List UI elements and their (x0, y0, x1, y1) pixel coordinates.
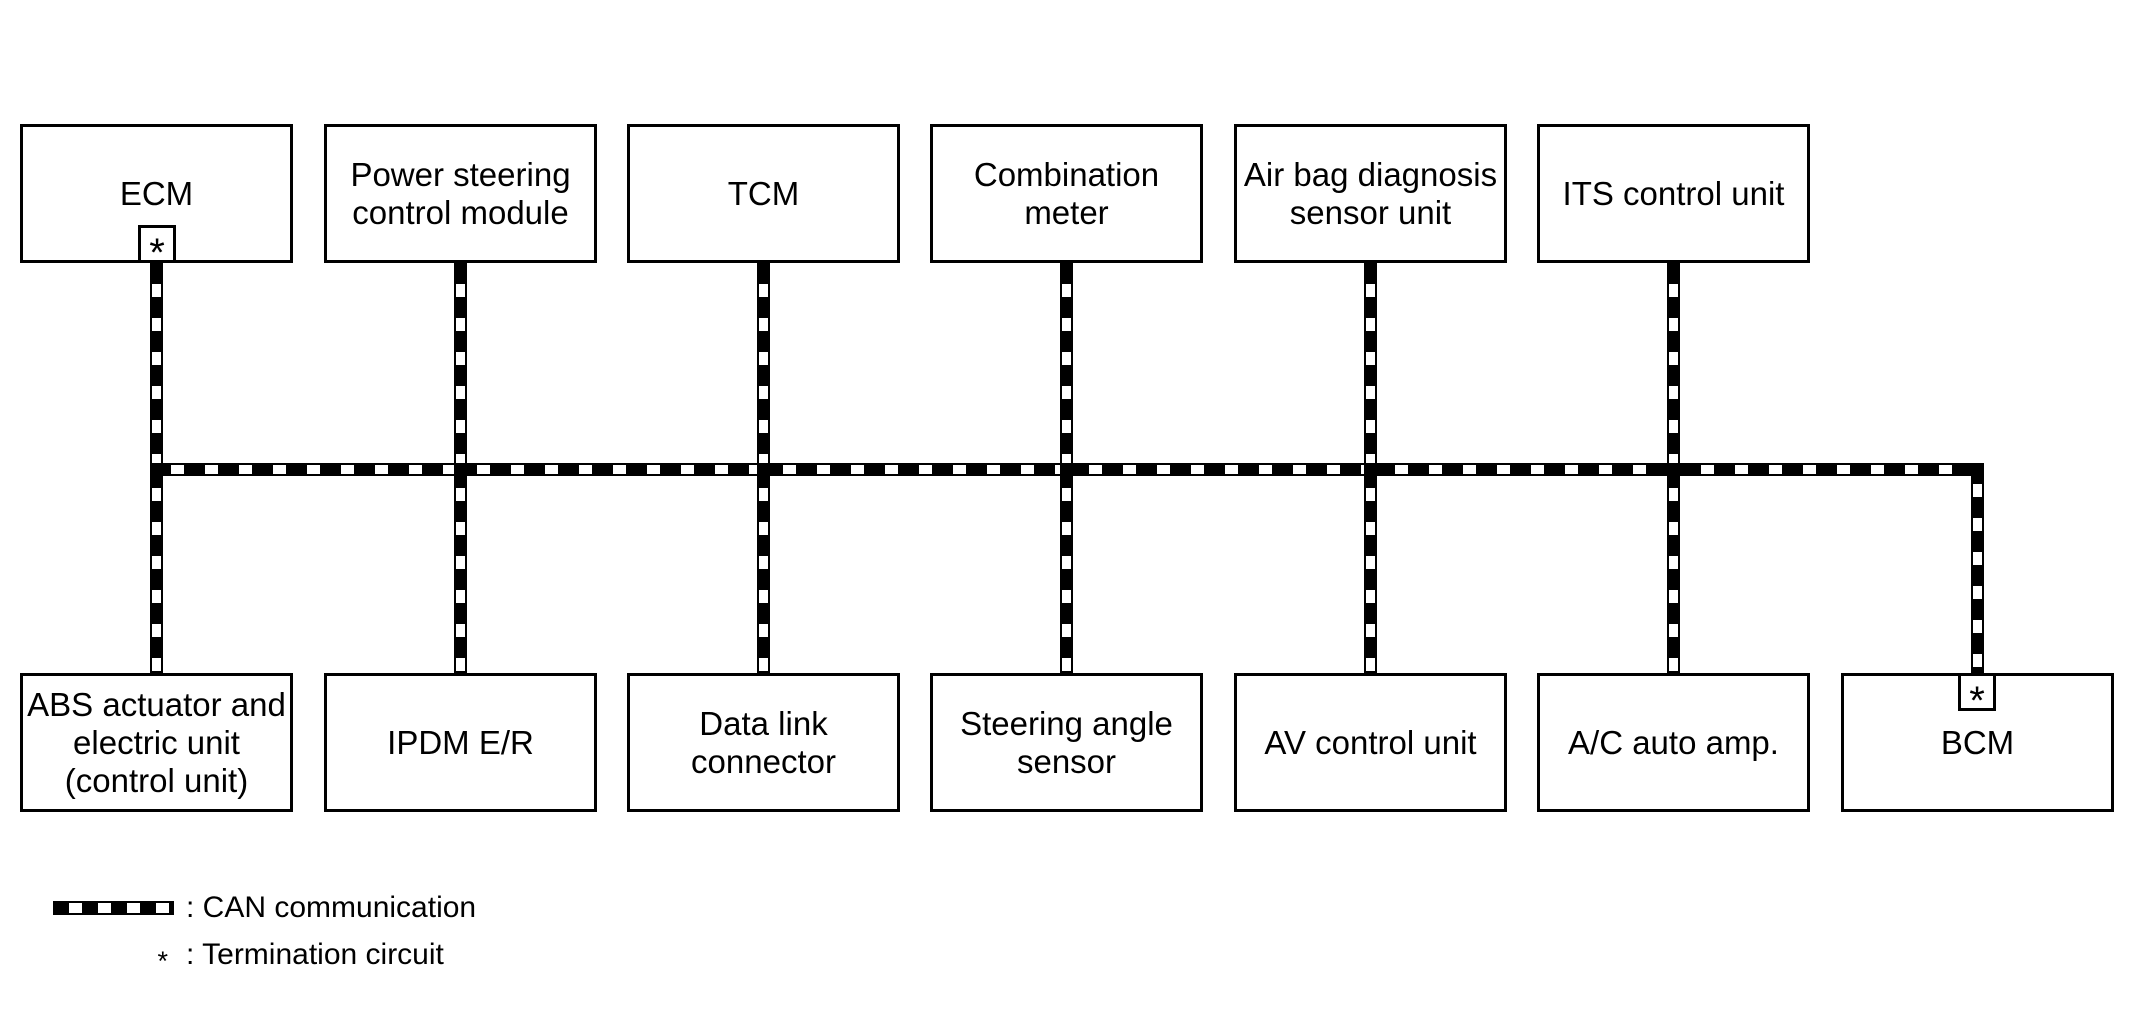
bus-junction-its (1667, 463, 1680, 476)
dash-pattern (1973, 463, 1982, 673)
termination-symbol-holder: * (53, 942, 174, 974)
node-label-line: Air bag diagnosis (1243, 155, 1498, 193)
node-label-line: electric unit (73, 723, 240, 761)
node-label-line: A/C auto amp. (1568, 723, 1779, 761)
node-label-line: TCM (727, 174, 800, 212)
node-label-line: BCM (1940, 723, 2015, 761)
node-label-line: connector (691, 742, 836, 780)
node-label-line: control module (352, 193, 569, 231)
node-label-line: ABS actuator and (27, 685, 286, 723)
node-label-line: ITS control unit (1562, 174, 1785, 212)
node-label-line: meter (1024, 193, 1109, 231)
node-label-line: AV control unit (1264, 723, 1477, 761)
termination-asterisk-icon: * (157, 945, 168, 976)
node-av-control-unit: AV control unit (1234, 673, 1507, 812)
node-data-link-connector: Data link connector (627, 673, 900, 812)
termination-box-bcm: * (1958, 673, 1996, 721)
dash-pattern (53, 903, 174, 913)
node-combination-meter: Combination meter (930, 124, 1203, 263)
bus-junction-power-steering (454, 463, 467, 476)
node-label-line: Power steering (350, 155, 571, 193)
node-label-line: Combination (973, 155, 1160, 193)
node-tcm: TCM (627, 124, 900, 263)
bus-junction-combination-meter (1060, 463, 1073, 476)
can-line-sample-icon (53, 901, 174, 915)
node-ipdm-er: IPDM E/R (324, 673, 597, 812)
node-label-line: sensor unit (1289, 193, 1452, 231)
legend-can-label: : CAN communication (186, 891, 477, 924)
node-label-line: (control unit) (64, 761, 249, 799)
node-label-line: Data link (699, 704, 828, 742)
termination-box-ecm: * (138, 225, 176, 273)
node-abs-actuator-and-electric-unit: ABS actuator and electric unit (control … (20, 673, 293, 812)
node-label-line: IPDM E/R (387, 723, 534, 761)
bus-junction-bcm (1971, 463, 1984, 476)
termination-asterisk: * (1969, 678, 1985, 723)
node-label-line: ECM (119, 174, 194, 212)
node-label-line: Steering angle (960, 704, 1173, 742)
bus-junction-tcm (757, 463, 770, 476)
legend-termination-circuit: * : Termination circuit (53, 938, 444, 974)
node-its-control-unit: ITS control unit (1537, 124, 1810, 263)
bus-junction-air-bag (1364, 463, 1377, 476)
node-ac-auto-amp: A/C auto amp. (1537, 673, 1810, 812)
termination-asterisk: * (149, 230, 165, 275)
node-label-line: sensor (1016, 742, 1117, 780)
bus-junction-ecm (150, 463, 163, 476)
legend-can-communication: : CAN communication (53, 893, 476, 923)
can-drop-bcm (1971, 463, 1984, 673)
node-steering-angle-sensor: Steering angle sensor (930, 673, 1203, 812)
legend-termination-label: : Termination circuit (186, 938, 444, 971)
node-power-steering-control-module: Power steering control module (324, 124, 597, 263)
node-air-bag-diagnosis-sensor-unit: Air bag diagnosis sensor unit (1234, 124, 1507, 263)
